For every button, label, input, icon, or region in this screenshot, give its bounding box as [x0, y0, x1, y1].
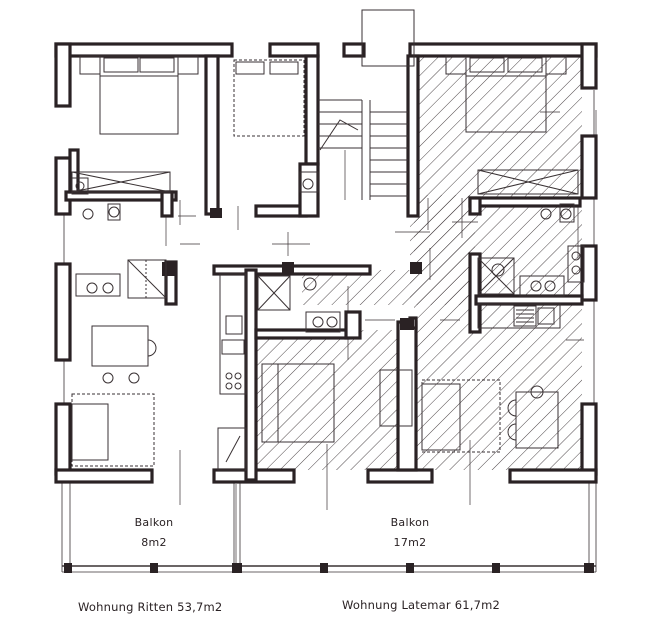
staircase [318, 9, 415, 200]
railing-posts [64, 563, 594, 573]
bed [261, 363, 335, 443]
apartment-1-caption: Wohnung Ritten 53,7m2 [78, 600, 223, 614]
bed [99, 55, 179, 135]
balcony-2-name: Balkon [390, 516, 430, 529]
balcony-1-area: 8m2 [141, 536, 167, 549]
furniture [71, 55, 585, 471]
bed [233, 59, 305, 137]
columns [162, 208, 422, 330]
bed [465, 55, 547, 133]
balcony-1-name: Balkon [134, 516, 174, 529]
hatched-apartment-area [256, 56, 582, 470]
apartment-2-caption: Wohnung Latemar 61,7m2 [342, 598, 501, 612]
balcony-2-area: 17m2 [393, 536, 427, 549]
